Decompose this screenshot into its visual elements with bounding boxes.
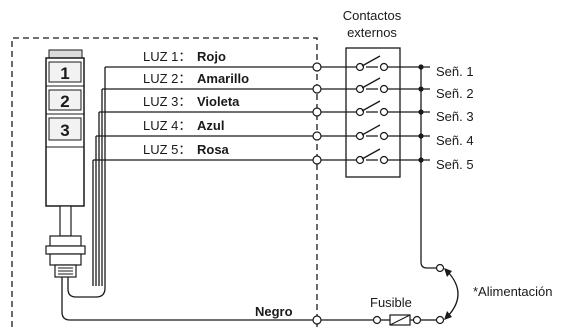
light-2-label: LUZ 2： (143, 71, 191, 86)
enclosure-border (11, 37, 318, 327)
signal-bus (418, 64, 445, 273)
light-3-label: LUZ 3： (143, 94, 191, 109)
contacts-title-line1: Contactos (343, 8, 402, 23)
power-supply-arc (444, 268, 459, 320)
light-wires (93, 66, 317, 161)
signal-1-label: Señ. 1 (436, 64, 474, 79)
signal-2-label: Señ. 2 (436, 86, 474, 101)
light-4-color: Azul (197, 118, 224, 133)
signal-4-label: Señ. 4 (436, 133, 474, 148)
light-4-label: LUZ 4： (143, 118, 191, 133)
common-line (321, 314, 445, 326)
cable-bundle (61, 67, 317, 321)
signal-5-label: Señ. 5 (436, 157, 474, 172)
fuse-label: Fusible (370, 295, 412, 310)
light-1-color: Rojo (197, 49, 226, 64)
light-5-color: Rosa (197, 142, 230, 157)
light-5-label: LUZ 5： (143, 142, 191, 157)
light-1-label: LUZ 1： (143, 49, 191, 64)
signal-3-label: Señ. 3 (436, 109, 474, 124)
light-2-color: Amarillo (197, 71, 249, 86)
light-3-color: Violeta (197, 94, 240, 109)
common-wire-label: Negro (255, 304, 293, 319)
contacts-title-line2: externos (347, 25, 397, 40)
tower-tier-label-3: 3 (60, 121, 69, 140)
boundary-terminals (312, 62, 322, 325)
tower-tier-label-1: 1 (60, 64, 69, 83)
tower-tier-label-2: 2 (60, 92, 69, 111)
power-label: *Alimentación (473, 284, 553, 299)
signal-tower: 1 2 3 (45, 49, 86, 278)
